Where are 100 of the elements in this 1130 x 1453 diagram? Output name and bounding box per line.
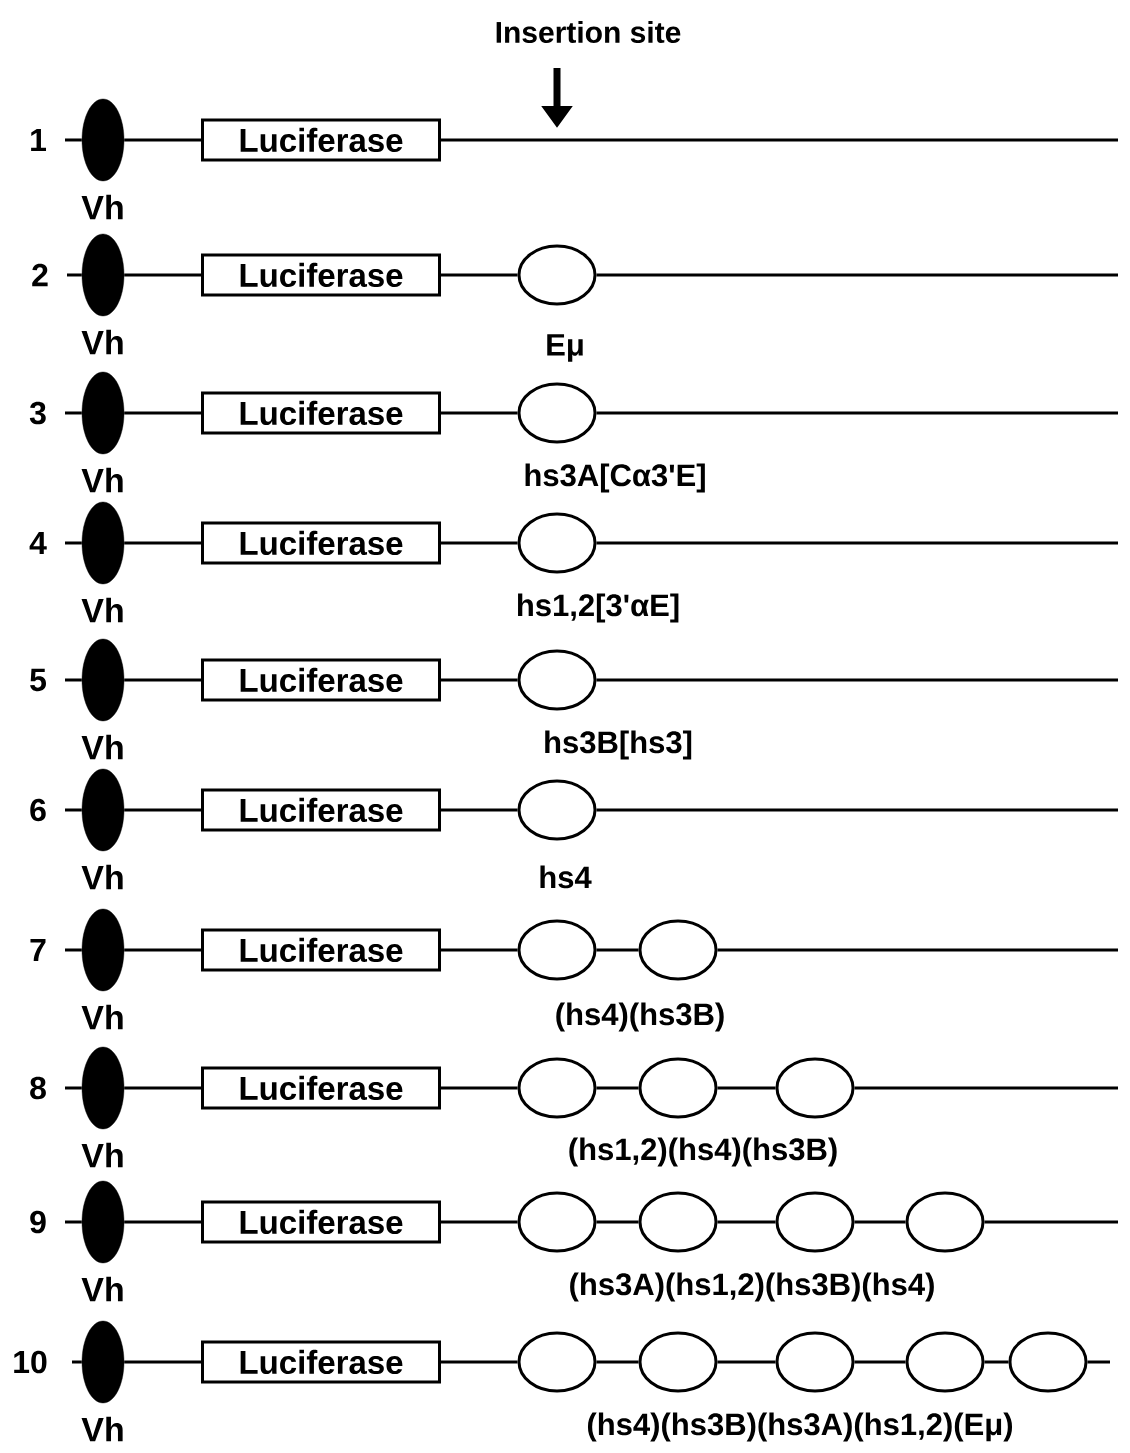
enhancer-circle: [775, 1057, 855, 1119]
dna-line: [596, 1086, 639, 1090]
enhancer-circle: [517, 1057, 597, 1119]
dna-line: [854, 1086, 1118, 1090]
promoter-ellipse: [81, 233, 125, 317]
row-number: 1: [31, 129, 46, 151]
dna-line: [596, 541, 1118, 545]
dna-line: [441, 1220, 518, 1224]
dna-line: [717, 948, 1118, 952]
gene-label: Vh: [81, 194, 123, 220]
gene-label: Vh: [81, 329, 123, 355]
gene-box: Luciferase: [201, 118, 441, 162]
dna-line: [717, 1086, 776, 1090]
dna-line: [65, 541, 82, 545]
dna-line: [124, 1086, 201, 1090]
enhancer-label: Eμ: [547, 334, 583, 362]
promoter-ellipse: [81, 98, 125, 182]
dna-line: [1087, 1360, 1110, 1364]
dna-line: [441, 411, 518, 415]
row-number: 4: [29, 532, 47, 554]
enhancer-circle: [638, 1191, 718, 1253]
dna-line: [717, 1360, 776, 1364]
dna-line: [984, 1360, 1009, 1364]
enhancer-circle: [517, 649, 597, 711]
dna-line: [441, 273, 518, 277]
dna-line: [124, 1360, 201, 1364]
dna-line: [596, 948, 639, 952]
gene-box: Luciferase: [201, 1340, 441, 1384]
dna-line: [854, 1360, 906, 1364]
enhancer-label: (hs3A)(hs1,2)(hs3B)(hs4): [570, 1272, 934, 1302]
row-number: 7: [30, 939, 46, 961]
enhancer-circle: [517, 779, 597, 841]
dna-line: [596, 1220, 639, 1224]
enhancer-circle: [905, 1331, 985, 1393]
dna-line: [596, 1360, 639, 1364]
promoter-ellipse: [81, 1180, 125, 1264]
dna-line: [65, 678, 82, 682]
gene-label: Vh: [81, 734, 123, 760]
dna-line: [596, 273, 1118, 277]
gene-label: Vh: [81, 1276, 123, 1302]
row-number: 2: [32, 263, 48, 287]
enhancer-circle: [638, 919, 718, 981]
dna-line: [124, 808, 201, 812]
row-number: 3: [29, 401, 46, 425]
dna-line: [124, 678, 201, 682]
enhancer-circle: [638, 1331, 718, 1393]
gene-label: Vh: [81, 597, 123, 623]
enhancer-circle: [517, 382, 597, 444]
gene-label: Vh: [81, 1004, 123, 1030]
row-number: 9: [30, 1210, 46, 1234]
dna-line: [65, 411, 82, 415]
promoter-ellipse: [81, 1320, 125, 1404]
dna-line: [72, 1360, 82, 1364]
enhancer-label: hs4: [540, 865, 592, 889]
enhancer-circle: [775, 1331, 855, 1393]
row-number: 6: [30, 798, 46, 822]
promoter-ellipse: [81, 638, 125, 722]
gene-label: Vh: [81, 1142, 123, 1168]
dna-line: [67, 273, 82, 277]
gene-box: Luciferase: [201, 253, 441, 297]
dna-line: [124, 948, 201, 952]
gene-box: Luciferase: [201, 928, 441, 972]
dna-line: [124, 273, 201, 277]
gene-label: Vh: [81, 1416, 123, 1442]
dna-line: [65, 948, 82, 952]
dna-line: [124, 541, 201, 545]
gene-box: Luciferase: [201, 788, 441, 832]
dna-line: [124, 411, 201, 415]
enhancer-circle: [905, 1191, 985, 1253]
dna-line: [65, 1086, 82, 1090]
promoter-ellipse: [81, 371, 125, 455]
dna-line: [441, 138, 1118, 142]
enhancer-circle: [517, 1191, 597, 1253]
dna-line: [65, 808, 82, 812]
dna-line: [596, 411, 1118, 415]
dna-line: [441, 541, 518, 545]
dna-line: [441, 948, 518, 952]
enhancer-label: (hs4)(hs3B)(hs3A)(hs1,2)(Eμ): [587, 1412, 1013, 1442]
promoter-ellipse: [81, 1046, 125, 1130]
dna-line: [596, 808, 1118, 812]
enhancer-circle: [517, 1331, 597, 1393]
gene-box: Luciferase: [201, 658, 441, 702]
row-number: 8: [30, 1076, 46, 1100]
gene-box: Luciferase: [201, 1200, 441, 1244]
enhancer-circle: [517, 512, 597, 574]
dna-line: [984, 1220, 1118, 1224]
dna-line: [596, 678, 1118, 682]
dna-line: [441, 1086, 518, 1090]
enhancer-circle: [1008, 1331, 1088, 1393]
dna-line: [441, 808, 518, 812]
row-number: 5: [30, 668, 46, 692]
enhancer-circle: [775, 1191, 855, 1253]
dna-line: [854, 1220, 906, 1224]
dna-line: [441, 1360, 518, 1364]
enhancer-label: hs1,2[3'αE]: [518, 593, 679, 623]
enhancer-label: hs3A[Cα3'E]: [525, 463, 705, 493]
row-number: 10: [14, 1350, 47, 1374]
gene-box: Luciferase: [201, 1066, 441, 1110]
enhancer-circle: [638, 1057, 718, 1119]
promoter-ellipse: [81, 501, 125, 585]
